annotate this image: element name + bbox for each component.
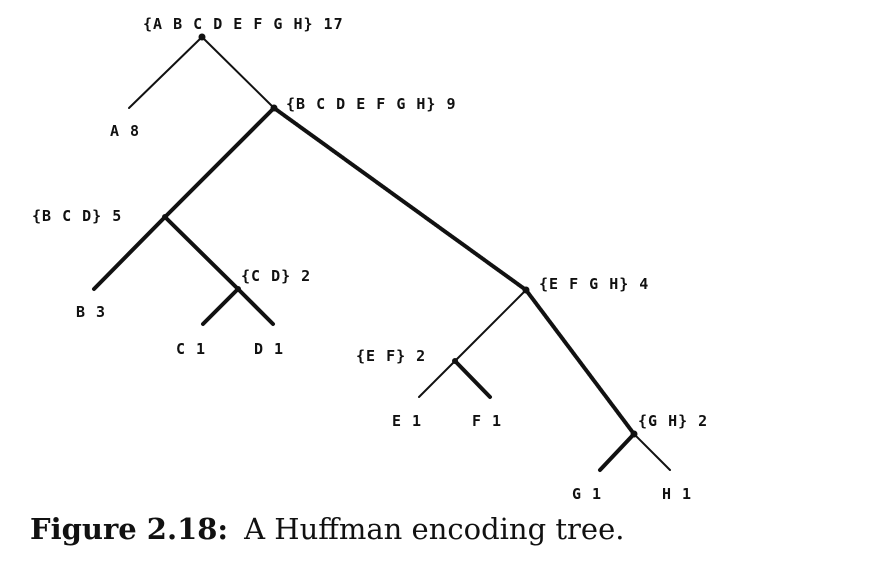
node-label-h: H 1 bbox=[662, 485, 692, 503]
edge-ef-e bbox=[418, 360, 456, 398]
edge-gh-h bbox=[633, 433, 671, 471]
edge-efgh-gh bbox=[524, 288, 636, 436]
node-label-root: {A B C D E F G H} 17 bbox=[143, 15, 344, 33]
node-dot-efgh bbox=[522, 286, 530, 294]
edge-bcdefgh-bcd bbox=[163, 106, 276, 219]
node-dot-root bbox=[198, 33, 206, 41]
node-label-e: E 1 bbox=[392, 412, 422, 430]
edge-ef-f bbox=[453, 359, 492, 399]
node-label-d: D 1 bbox=[254, 340, 284, 358]
node-label-gh: {G H} 2 bbox=[638, 412, 708, 430]
node-dot-ef bbox=[452, 358, 458, 364]
node-dot-cd bbox=[235, 286, 241, 292]
edge-efgh-ef bbox=[454, 289, 527, 362]
figure-number: Figure 2.18: bbox=[30, 512, 229, 546]
node-dot-gh bbox=[630, 430, 638, 438]
node-label-b: B 3 bbox=[76, 303, 106, 321]
edge-cd-d bbox=[236, 287, 275, 326]
edge-bcdefgh-efgh bbox=[272, 106, 528, 292]
node-label-g: G 1 bbox=[572, 485, 602, 503]
node-label-f: F 1 bbox=[472, 412, 502, 430]
node-dot-bcdefgh bbox=[270, 104, 278, 112]
node-dot-bcd bbox=[162, 214, 168, 220]
figure-caption-text: A Huffman encoding tree. bbox=[244, 512, 625, 546]
figure-caption: Figure 2.18: A Huffman encoding tree. bbox=[30, 512, 624, 546]
node-label-ef: {E F} 2 bbox=[356, 347, 426, 365]
edge-root-bcdefgh bbox=[201, 36, 275, 109]
edge-root-a bbox=[128, 36, 203, 109]
edge-cd-c bbox=[201, 287, 240, 326]
node-label-bcdefgh: {B C D E F G H} 9 bbox=[286, 95, 457, 113]
edge-bcd-b bbox=[92, 215, 167, 291]
node-label-c: C 1 bbox=[176, 340, 206, 358]
node-label-efgh: {E F G H} 4 bbox=[539, 275, 649, 293]
huffman-tree-diagram: {A B C D E F G H} 17 A 8 {B C D E F G H}… bbox=[32, 15, 708, 503]
node-label-bcd: {B C D} 5 bbox=[32, 207, 122, 225]
node-label-cd: {C D} 2 bbox=[241, 267, 311, 285]
edge-bcd-cd bbox=[163, 215, 240, 291]
edge-gh-g bbox=[598, 432, 636, 472]
node-label-a: A 8 bbox=[110, 122, 140, 140]
